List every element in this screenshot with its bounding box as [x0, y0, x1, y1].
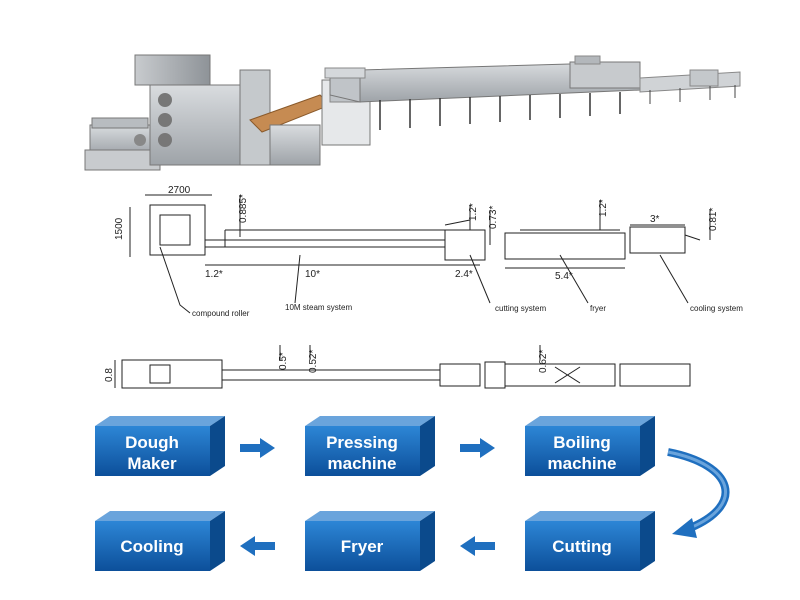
step-5-line-1: Fryer — [341, 537, 384, 556]
label-cutting-system: cutting system — [495, 304, 546, 313]
step-6-line-1: Cooling — [120, 537, 183, 556]
flow-arrow-1 — [240, 438, 275, 458]
step-1-line-2: Maker — [127, 454, 177, 473]
dim-width-2700: 2700 — [168, 185, 191, 196]
dim-h1: 0.885* — [238, 194, 249, 223]
dim-len4: 5.4* — [555, 271, 573, 282]
fryer-unit — [569, 61, 641, 89]
compound-roller-machine — [134, 54, 271, 166]
dim-h5: 3* — [650, 214, 660, 225]
dim-plan-w3: 0.52* — [308, 350, 319, 373]
flow-arrow-4 — [460, 536, 495, 556]
plan-view-drawing: 0.8 0.5* 0.52* 0.62* — [104, 345, 691, 389]
label-cooling-system: cooling system — [690, 304, 743, 313]
dim-h6: 0.81* — [708, 208, 719, 231]
dim-len2: 10* — [305, 269, 320, 280]
flow-step-dough-maker: Dough Maker — [95, 416, 225, 476]
dim-plan-w4: 0.62* — [538, 350, 549, 373]
step-2-line-2: machine — [328, 454, 397, 473]
dough-mixer-machine — [84, 117, 161, 171]
flow-arrow-2 — [460, 438, 495, 458]
dim-height-1500: 1500 — [114, 217, 125, 240]
steam-tunnel-legs — [379, 92, 621, 130]
dim-len3: 2.4* — [455, 269, 473, 280]
label-steam-system: 10M steam system — [285, 303, 352, 312]
flow-arrow-curved — [667, 448, 730, 538]
step-1-line-1: Dough — [125, 433, 179, 452]
dim-plan-w1: 0.8 — [104, 368, 115, 382]
dim-len1: 1.2* — [205, 269, 223, 280]
flow-step-fryer: Fryer — [305, 511, 435, 571]
flow-step-boiling-machine: Boiling machine — [525, 416, 655, 476]
flow-arrow-5 — [240, 536, 275, 556]
dim-h4: 1.2* — [598, 199, 609, 217]
flow-step-pressing-machine: Pressing machine — [305, 416, 435, 476]
side-elevation-drawing: 2700 1500 0.885* 1.2* 0.73* 1.2* 3* 0.81… — [114, 185, 743, 318]
step-3-line-1: Boiling — [553, 433, 611, 452]
step-2-line-1: Pressing — [326, 433, 398, 452]
step-3-line-2: machine — [548, 454, 617, 473]
process-flow-chart: Dough Maker Pressing machine Boiling mac… — [95, 416, 730, 571]
label-fryer: fryer — [590, 304, 606, 313]
production-line-photo — [84, 54, 741, 171]
flow-step-cooling: Cooling — [95, 511, 225, 571]
flow-step-cutting: Cutting — [525, 511, 655, 571]
step-4-line-1: Cutting — [552, 537, 611, 556]
label-compound-roller: compound roller — [192, 309, 250, 318]
dim-h2: 1.2* — [468, 203, 479, 221]
dim-plan-w2: 0.5* — [278, 352, 289, 370]
dim-h3: 0.73* — [488, 206, 499, 229]
